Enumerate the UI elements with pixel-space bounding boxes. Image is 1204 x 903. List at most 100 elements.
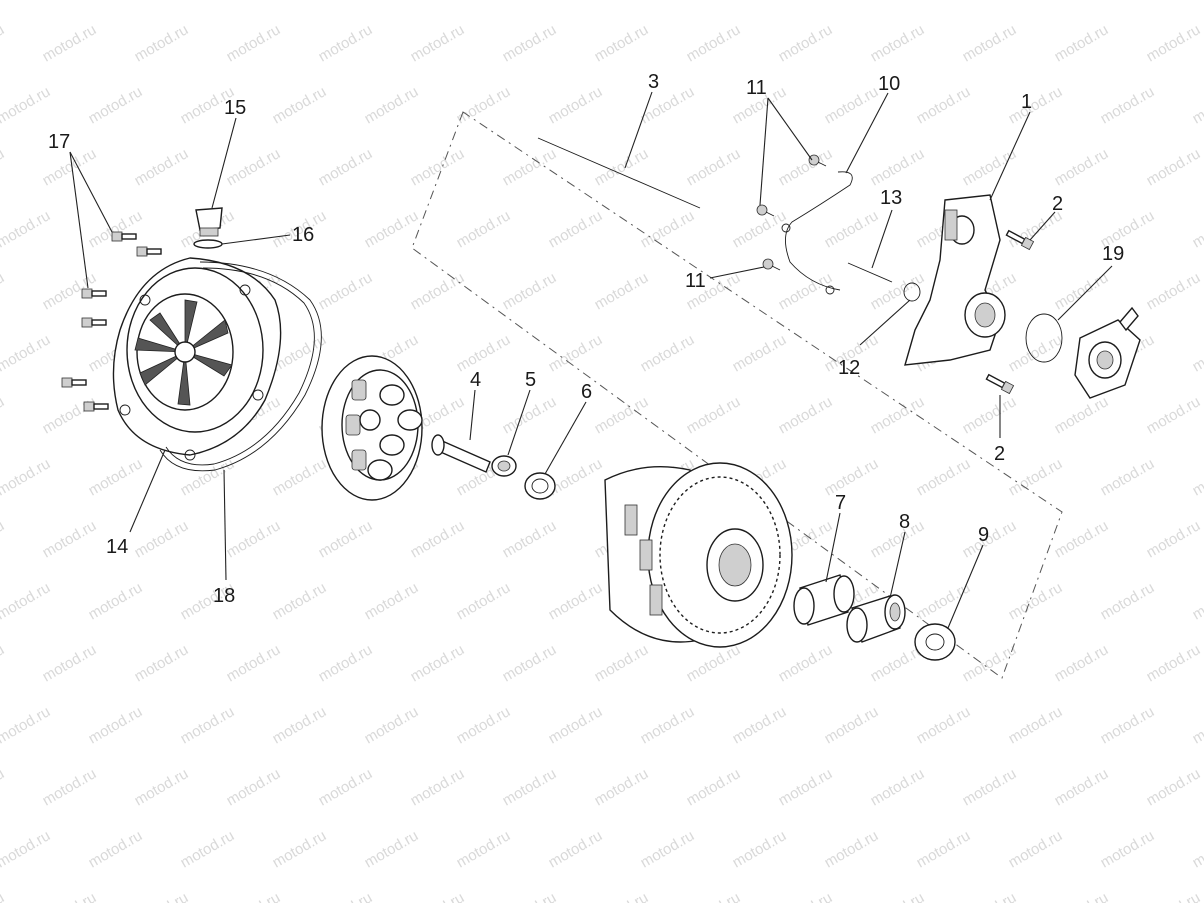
watermark-text: motod.ru (1190, 0, 1204, 3)
watermark-text: motod.ru (500, 765, 560, 809)
watermark-text: motod.ru (730, 703, 790, 747)
watermark-text: motod.ru (868, 889, 928, 903)
watermark-text: motod.ru (132, 145, 192, 189)
cover-seal (1025, 313, 1063, 363)
bracket-screws (756, 154, 827, 271)
watermark-text: motod.ru (224, 765, 284, 809)
watermark-text: motod.ru (960, 145, 1020, 189)
watermark-text: motod.ru (454, 83, 514, 127)
watermark-text: motod.ru (86, 579, 146, 623)
watermark-text: motod.ru (316, 517, 376, 561)
callout-7: 7 (835, 492, 846, 514)
watermark-text: motod.ru (454, 207, 514, 251)
watermark-text: motod.ru (316, 145, 376, 189)
callout-9: 9 (978, 524, 989, 546)
watermark-text: motod.ru (316, 641, 376, 685)
watermark-text: motod.ru (178, 703, 238, 747)
watermark-text: motod.ru (270, 83, 330, 127)
watermark-text: motod.ru (40, 889, 100, 903)
callout-4: 4 (470, 369, 481, 391)
watermark-text: motod.ru (408, 641, 468, 685)
watermark-text: motod.ru (0, 765, 7, 809)
watermark-text: motod.ru (0, 579, 53, 623)
watermark-text: motod.ru (776, 145, 836, 189)
callout-11-upper: 11 (746, 77, 767, 99)
watermark-text: motod.ru (40, 641, 100, 685)
watermark-text: motod.ru (408, 517, 468, 561)
watermark-text: motod.ru (1144, 145, 1204, 189)
watermark-text: motod.ru (546, 207, 606, 251)
watermark-text: motod.ru (0, 517, 7, 561)
watermark-text: motod.ru (684, 765, 744, 809)
watermark-text: motod.ru (132, 765, 192, 809)
callout-19: 19 (1102, 243, 1124, 265)
watermark-text: motod.ru (868, 517, 928, 561)
watermark-text: motod.ru (638, 83, 698, 127)
watermark-text: motod.ru (546, 703, 606, 747)
watermark-text: motod.ru (86, 207, 146, 251)
watermark-text: motod.ru (454, 331, 514, 375)
watermark-text: motod.ru (1006, 455, 1066, 499)
watermark-text: motod.ru (1006, 83, 1066, 127)
watermark-text: motod.ru (868, 21, 928, 65)
watermark-text: motod.ru (1190, 207, 1204, 251)
bushing (846, 594, 906, 643)
watermark-text: motod.ru (684, 145, 744, 189)
watermark-text: motod.ru (1098, 579, 1158, 623)
watermark-text: motod.ru (914, 83, 974, 127)
watermark-text: motod.ru (822, 207, 882, 251)
watermark-text: motod.ru (0, 889, 7, 903)
watermark-text: motod.ru (776, 765, 836, 809)
watermark-text: motod.ru (316, 765, 376, 809)
watermark-text: motod.ru (546, 455, 606, 499)
watermark-text: motod.ru (1006, 331, 1066, 375)
watermark-text: motod.ru (960, 21, 1020, 65)
watermark-text: motod.ru (362, 0, 422, 3)
watermark-text: motod.ru (86, 83, 146, 127)
watermark-text: motod.ru (500, 145, 560, 189)
watermark-text: motod.ru (86, 703, 146, 747)
callout-2-lower: 2 (994, 443, 1005, 465)
cover-gasket (159, 261, 322, 472)
watermark-text: motod.ru (546, 0, 606, 3)
filler-plug (195, 207, 223, 237)
slave-cylinder-housing (904, 194, 1006, 366)
callout-11-lower: 11 (685, 270, 706, 292)
plug-o-ring (193, 239, 223, 249)
watermark-text: motod.ru (0, 703, 53, 747)
watermark-text: motod.ru (914, 579, 974, 623)
assembly-outline (411, 111, 1063, 679)
watermark-text: motod.ru (408, 21, 468, 65)
watermark-text: motod.ru (224, 145, 284, 189)
callout-5: 5 (525, 369, 536, 391)
callout-6: 6 (581, 381, 592, 403)
watermark-text: motod.ru (1190, 83, 1204, 127)
watermark-text: motod.ru (776, 641, 836, 685)
cover-spokes (134, 299, 233, 406)
watermark-text: motod.ru (224, 889, 284, 903)
watermark-text: motod.ru (270, 827, 330, 871)
watermark-text: motod.ru (638, 827, 698, 871)
watermark-text: motod.ru (730, 331, 790, 375)
watermark-text: motod.ru (86, 455, 146, 499)
watermark-text: motod.ru (132, 641, 192, 685)
watermark-text: motod.ru (1190, 579, 1204, 623)
watermark-text: motod.ru (592, 641, 652, 685)
short-rod (847, 262, 893, 283)
watermark-text: motod.ru (1052, 21, 1112, 65)
watermark-text: motod.ru (1098, 703, 1158, 747)
watermark-text: motod.ru (0, 83, 53, 127)
watermark-text: motod.ru (638, 0, 698, 3)
watermark-text: motod.ru (730, 827, 790, 871)
watermark-text: motod.ru (224, 21, 284, 65)
watermark-text: motod.ru (1144, 889, 1204, 903)
watermark-text: motod.ru (684, 393, 744, 437)
callout-14: 14 (106, 536, 128, 558)
watermark-text: motod.ru (592, 21, 652, 65)
watermark-text: motod.ru (1052, 641, 1112, 685)
watermark-text: motod.ru (592, 765, 652, 809)
long-pushrod (537, 137, 701, 209)
watermark-text: motod.ru (178, 455, 238, 499)
housing-bolts (985, 229, 1035, 395)
callout-2-upper: 2 (1052, 193, 1063, 215)
